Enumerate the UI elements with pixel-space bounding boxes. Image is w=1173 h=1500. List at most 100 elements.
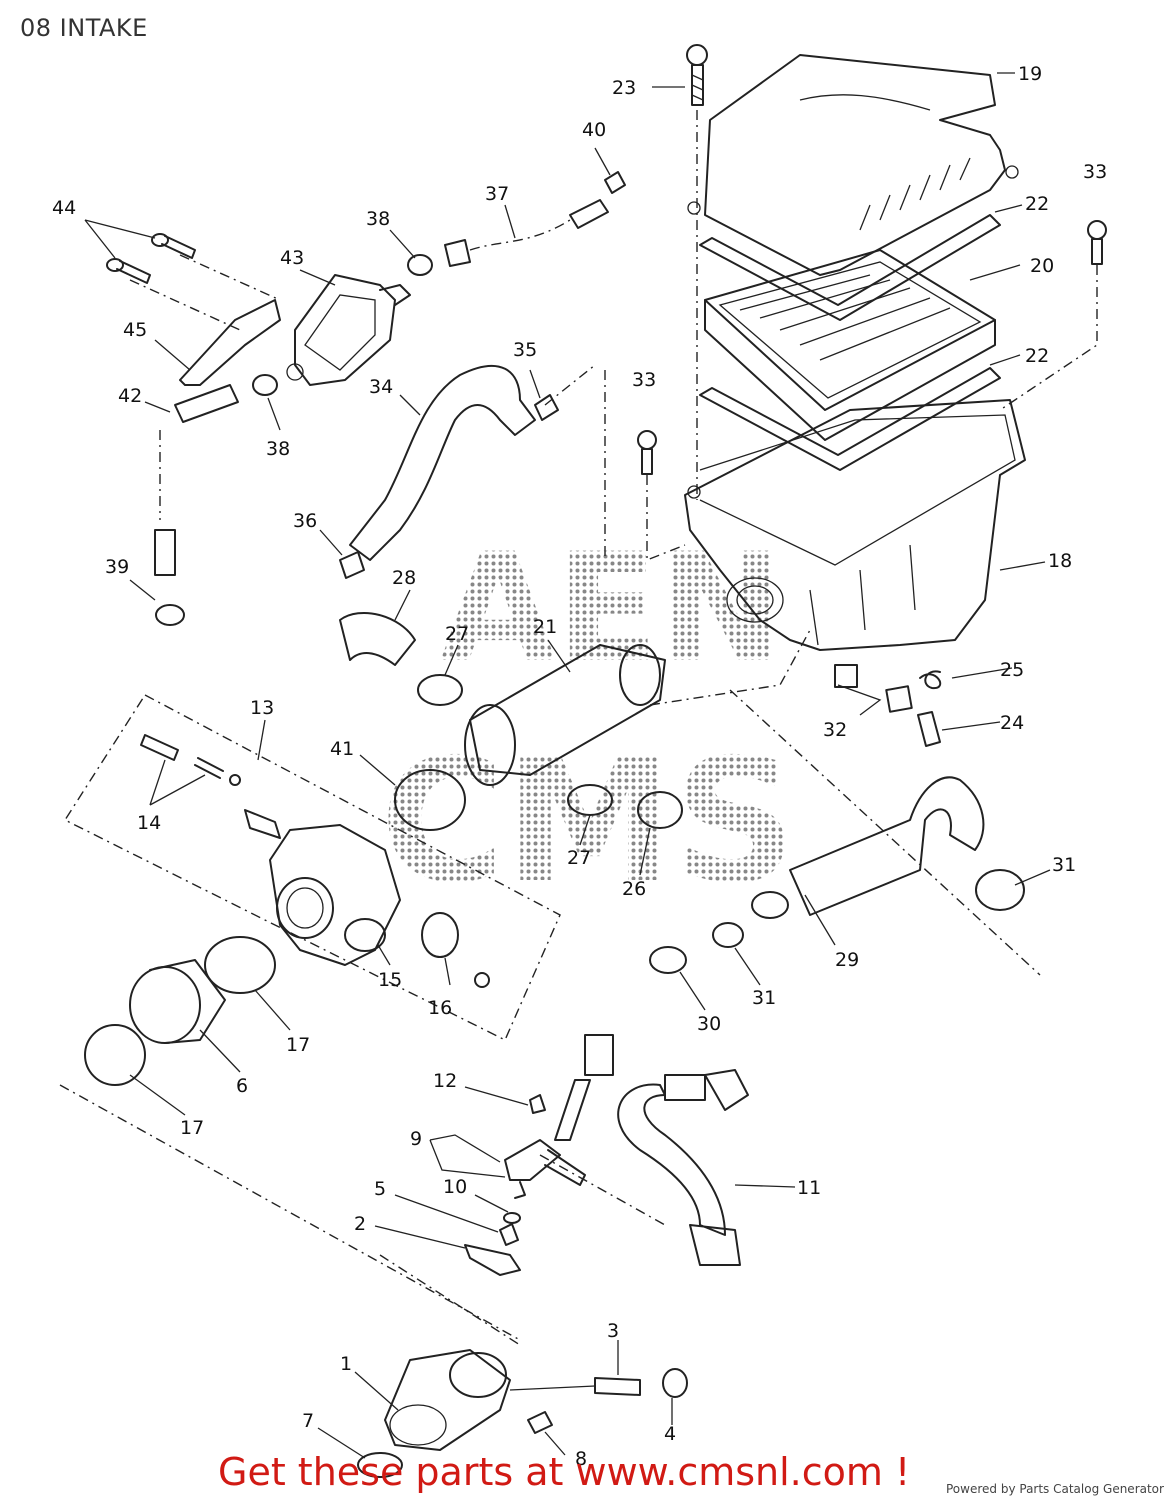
- callout-17-top: 17: [286, 1034, 310, 1056]
- throttle-body: [244, 809, 401, 966]
- callout-45: 45: [123, 319, 147, 341]
- clip-36: [339, 551, 365, 579]
- clamp-38-top: [407, 254, 433, 276]
- intake-manifold: [384, 1349, 511, 1451]
- callout-9: 9: [410, 1128, 422, 1150]
- screw-23: [686, 44, 708, 106]
- screw-33-right: [1087, 220, 1107, 265]
- hose-42: [174, 384, 239, 423]
- intake-joint: [464, 644, 666, 786]
- part-15: [344, 918, 386, 952]
- clamp-17-bottom: [84, 1024, 146, 1086]
- ring-30: [649, 946, 687, 974]
- clip-part: [919, 670, 942, 690]
- callout-8: 8: [575, 1448, 587, 1470]
- powered-by-label: Powered by Parts Catalog Generator: [946, 1482, 1164, 1496]
- callout-7: 7: [302, 1410, 314, 1432]
- callout-33-left: 33: [632, 369, 656, 391]
- callout-44: 44: [52, 197, 76, 219]
- leader-lines: [84, 72, 1051, 1459]
- callout-32: 32: [823, 719, 847, 741]
- bolts-44: [106, 233, 196, 284]
- clamp-31-right: [975, 869, 1025, 911]
- screw-14: [140, 734, 179, 761]
- clamp-31-left: [712, 922, 744, 948]
- callout-21: 21: [533, 616, 557, 638]
- callout-16: 16: [428, 997, 452, 1019]
- air-filter-gasket-top: [699, 214, 1001, 321]
- callout-37: 37: [485, 183, 509, 205]
- callout-labels: 23 19 40 33 37 44 22 38 43 20 45 35 22 3…: [52, 63, 1107, 1470]
- fuel-injector: [504, 1034, 614, 1199]
- hose-29: [789, 776, 985, 916]
- spring-14: [194, 757, 224, 779]
- callout-17-bottom: 17: [180, 1117, 204, 1139]
- bolt-12: [529, 1094, 546, 1114]
- callout-30: 30: [697, 1013, 721, 1035]
- callout-23: 23: [612, 77, 636, 99]
- callout-4: 4: [664, 1423, 676, 1445]
- fuel-hose-11: [617, 1069, 749, 1266]
- callout-12: 12: [433, 1070, 457, 1092]
- callout-43: 43: [280, 247, 304, 269]
- elbow-28: [339, 611, 416, 666]
- hose-37-end: [569, 199, 609, 229]
- o-ring-10: [503, 1212, 521, 1224]
- watermark-text-top: AEN: [440, 522, 784, 696]
- air-filter-case-cover: [687, 54, 1019, 276]
- callout-15: 15: [378, 969, 402, 991]
- diagram-title: 08 INTAKE: [20, 14, 148, 42]
- callout-2: 2: [354, 1213, 366, 1235]
- callout-40: 40: [582, 119, 606, 141]
- callout-36: 36: [293, 510, 317, 532]
- gasket-7: [357, 1452, 403, 1478]
- callout-3: 3: [607, 1320, 619, 1342]
- clamp-41: [394, 769, 466, 831]
- clamp-27-top: [417, 674, 463, 706]
- callout-20: 20: [1030, 255, 1054, 277]
- drain-plug-part: [834, 664, 858, 688]
- clamp-part: [885, 685, 913, 713]
- clip-35: [534, 394, 559, 421]
- callout-19: 19: [1018, 63, 1042, 85]
- throttle-body-group-box: [63, 694, 561, 1041]
- get-parts-link[interactable]: Get these parts at www.cmsnl.com !: [218, 1450, 911, 1494]
- sensor-16: [421, 912, 459, 958]
- hose-39: [154, 529, 176, 576]
- callout-34: 34: [369, 376, 393, 398]
- callout-27-bottom: 27: [567, 847, 591, 869]
- callout-18: 18: [1048, 550, 1072, 572]
- callout-13: 13: [250, 697, 274, 719]
- drain-tube: [917, 711, 941, 747]
- clamp-39: [155, 604, 185, 626]
- valve-26: [637, 791, 683, 829]
- bracket: [179, 299, 281, 386]
- bolt-8: [527, 1411, 553, 1434]
- callout-42: 42: [118, 385, 142, 407]
- air-filter-gasket-bottom: [699, 367, 1001, 471]
- o-ring-14: [229, 774, 241, 786]
- callout-22-bottom: 22: [1025, 345, 1049, 367]
- callout-25: 25: [1000, 659, 1024, 681]
- callout-28: 28: [392, 567, 416, 589]
- callout-14: 14: [137, 812, 161, 834]
- callout-5: 5: [374, 1178, 386, 1200]
- clamp-17-top: [204, 936, 276, 994]
- hose-34: [349, 364, 536, 561]
- callout-6: 6: [236, 1075, 248, 1097]
- callout-1: 1: [340, 1353, 352, 1375]
- holder-2: [464, 1244, 521, 1276]
- callout-11: 11: [797, 1177, 821, 1199]
- callout-39: 39: [105, 556, 129, 578]
- callout-41: 41: [330, 738, 354, 760]
- screw-16: [474, 972, 490, 988]
- air-filter-element: [704, 249, 996, 441]
- callout-31-left: 31: [752, 987, 776, 1009]
- hose-29-ring: [751, 891, 789, 919]
- clip-40: [604, 171, 626, 194]
- clamp-4: [662, 1368, 688, 1398]
- callout-27-top: 27: [445, 623, 469, 645]
- callout-26: 26: [622, 878, 646, 900]
- hose-3: [594, 1377, 641, 1396]
- callout-31-right: 31: [1052, 854, 1076, 876]
